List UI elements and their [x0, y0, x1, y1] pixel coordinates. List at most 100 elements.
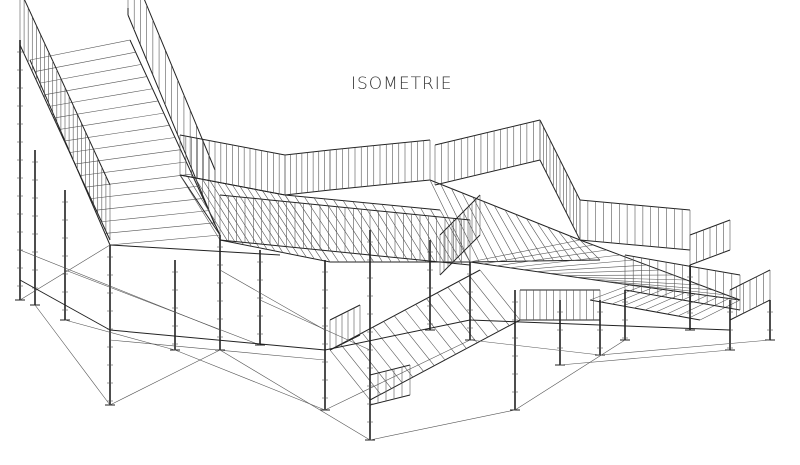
stair-tread — [179, 174, 221, 241]
stair-tread — [89, 185, 198, 200]
stair-tread — [99, 210, 209, 223]
stair-tread — [29, 39, 131, 61]
stair-tread — [549, 269, 661, 274]
stair-tread — [104, 222, 215, 234]
stair-tread — [515, 214, 545, 262]
stair-tread — [44, 76, 147, 95]
ledger-beam — [469, 319, 731, 331]
stair-tread — [247, 187, 291, 255]
stair-tread — [64, 125, 170, 142]
stair-tread — [391, 205, 427, 263]
stair-tread — [666, 295, 708, 315]
stair-tread — [622, 289, 664, 307]
stair-tread — [429, 179, 471, 263]
stair-tread — [436, 292, 478, 344]
railing-top — [369, 364, 411, 376]
stair-tread — [469, 239, 581, 263]
stair-tread — [74, 149, 181, 165]
ledger-beam — [109, 329, 326, 351]
stair-tread — [284, 194, 331, 263]
stair-tread — [494, 205, 526, 262]
stair-tread — [362, 202, 401, 263]
stair-tread — [49, 88, 153, 107]
stair-tread — [633, 290, 675, 309]
stair-tread — [523, 259, 634, 270]
stair-tread — [351, 338, 392, 389]
diagonal-brace — [19, 244, 111, 301]
stair-tread — [59, 112, 164, 130]
diagonal-brace — [109, 349, 221, 406]
railing-top — [329, 304, 361, 321]
diagonal-brace — [369, 409, 516, 441]
stair-tread — [426, 298, 467, 349]
diagonal-brace — [559, 349, 731, 366]
stair-tread — [94, 198, 204, 211]
stair-tread — [79, 161, 187, 176]
stair-tread — [313, 197, 357, 263]
stair-tread — [232, 184, 276, 252]
diagonal-brace — [324, 339, 471, 411]
stair-tread — [372, 326, 414, 378]
stringer — [179, 174, 221, 236]
stair-tread — [616, 282, 727, 296]
diagonal-brace — [109, 339, 326, 361]
stair-tread — [202, 179, 244, 245]
stair-tread — [404, 309, 446, 361]
stair-tread — [611, 287, 653, 305]
stair-tread — [644, 292, 686, 311]
stair-tread — [187, 176, 229, 242]
stair-tread — [576, 277, 687, 281]
stair-tread — [447, 286, 489, 338]
stair-tread — [69, 137, 176, 153]
stair-tread — [483, 244, 594, 265]
stair-tread — [469, 275, 510, 326]
stair-tread — [536, 222, 564, 261]
stair-tread — [262, 190, 307, 258]
stair-tread — [394, 315, 435, 366]
stair-tread — [194, 177, 236, 244]
stair-tread — [34, 51, 136, 72]
stair-tread — [699, 299, 741, 321]
stair-tread — [54, 100, 159, 119]
stair-tread — [526, 218, 554, 261]
stair-tread — [558, 231, 582, 261]
diagonal-brace — [64, 269, 261, 346]
stair-tread — [209, 180, 252, 247]
diagonal-brace — [599, 339, 771, 356]
stringer — [109, 244, 281, 256]
stair-tread — [603, 280, 714, 291]
drawing-title: ISOMETRIE — [351, 74, 453, 94]
stair-tread — [483, 201, 517, 262]
stair-tread — [472, 197, 508, 262]
stair-tread — [217, 181, 260, 249]
railing-bottom — [369, 394, 411, 406]
diagonal-brace — [469, 339, 601, 356]
stair-tread — [383, 321, 424, 372]
stair-tread — [342, 200, 383, 263]
diagonal-brace — [174, 349, 326, 411]
stair-tread — [84, 173, 192, 188]
stair-tread — [415, 304, 456, 355]
stair-tread — [224, 183, 268, 250]
stair-tread — [579, 239, 601, 261]
diagonal-brace — [514, 339, 626, 411]
diagonal-brace — [219, 269, 326, 331]
diagonal-brace — [219, 349, 371, 441]
stair-tread — [254, 189, 299, 256]
stair-tread — [589, 278, 701, 286]
diagonal-brace — [259, 299, 371, 351]
stair-tread — [430, 208, 462, 263]
stair-tread — [352, 201, 392, 263]
diagonal-brace — [64, 319, 176, 351]
stair-tread — [496, 249, 607, 267]
stair-tread — [323, 198, 366, 263]
stair-tread — [536, 264, 647, 272]
stair-tread — [600, 286, 642, 303]
stair-tread — [569, 235, 591, 261]
stair-tread — [479, 269, 521, 321]
stair-tread — [589, 284, 631, 301]
stair-tread — [410, 207, 445, 263]
stair-tread — [340, 344, 381, 395]
